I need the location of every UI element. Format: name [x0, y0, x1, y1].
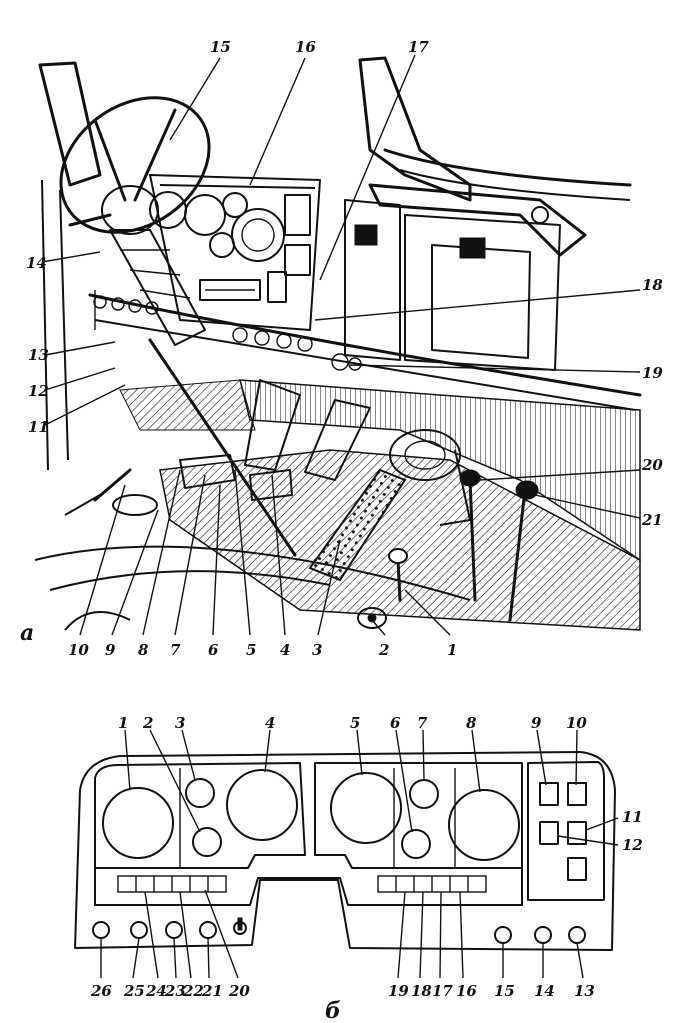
label-b-24: 24	[145, 982, 167, 1000]
panel-b-letter: б	[325, 998, 341, 1023]
label-b-25: 25	[123, 982, 145, 1000]
label-a-12: 12	[28, 382, 49, 400]
label-a-17: 17	[408, 38, 429, 56]
panel-b-leaders	[100, 729, 619, 979]
label-a-4: 4	[280, 641, 290, 659]
cab-interior-drawing	[34, 56, 642, 631]
label-a-19: 19	[642, 364, 663, 382]
label-b-4: 4	[265, 714, 275, 732]
label-a-3: 3	[312, 641, 322, 659]
label-b-16: 16	[456, 982, 477, 1000]
label-b-21: 21	[201, 982, 223, 1000]
label-b-10: 10	[566, 714, 587, 732]
label-a-15: 15	[210, 38, 231, 56]
label-a-21: 21	[641, 511, 663, 529]
panel-a-labels: 1 2 3 4 5 6 7 8 9 10 11 12 13 14 15 16 1…	[20, 38, 663, 659]
label-a-9: 9	[105, 641, 116, 659]
label-a-13: 13	[28, 346, 49, 364]
label-a-14: 14	[26, 254, 47, 272]
label-b-8: 8	[466, 714, 477, 732]
label-b-5: 5	[350, 714, 360, 732]
label-b-1: 1	[118, 714, 128, 732]
label-b-14: 14	[534, 982, 555, 1000]
label-b-20: 20	[228, 982, 250, 1000]
label-b-6: 6	[390, 714, 401, 732]
label-a-1: 1	[447, 641, 457, 659]
label-b-22: 22	[182, 982, 204, 1000]
dashboard-schematic	[74, 751, 616, 951]
label-b-2: 2	[142, 714, 153, 732]
label-b-3: 3	[175, 714, 185, 732]
label-b-23: 23	[164, 982, 186, 1000]
label-a-8: 8	[138, 641, 149, 659]
label-a-20: 20	[641, 456, 663, 474]
panel-a-letter: а	[20, 620, 34, 646]
label-b-9: 9	[531, 714, 542, 732]
label-b-12: 12	[622, 836, 643, 854]
label-a-7: 7	[170, 641, 181, 659]
label-b-17: 17	[432, 982, 453, 1000]
label-a-2: 2	[378, 641, 389, 659]
label-b-19: 19	[388, 982, 409, 1000]
label-a-18: 18	[642, 276, 663, 294]
label-b-26: 26	[90, 982, 112, 1000]
label-b-18: 18	[411, 982, 432, 1000]
label-b-15: 15	[494, 982, 515, 1000]
label-b-7: 7	[417, 714, 428, 732]
label-a-16: 16	[295, 38, 316, 56]
label-b-13: 13	[574, 982, 595, 1000]
label-a-5: 5	[246, 641, 256, 659]
label-b-11: 11	[622, 808, 643, 826]
panel-a-leaders	[41, 54, 641, 636]
label-a-6: 6	[208, 641, 219, 659]
label-a-11: 11	[28, 418, 49, 436]
panel-b-labels: 1 2 3 4 5 6 7 8 9 10 11 12 13 14 15 16 1…	[90, 714, 643, 1023]
label-a-10: 10	[68, 641, 89, 659]
